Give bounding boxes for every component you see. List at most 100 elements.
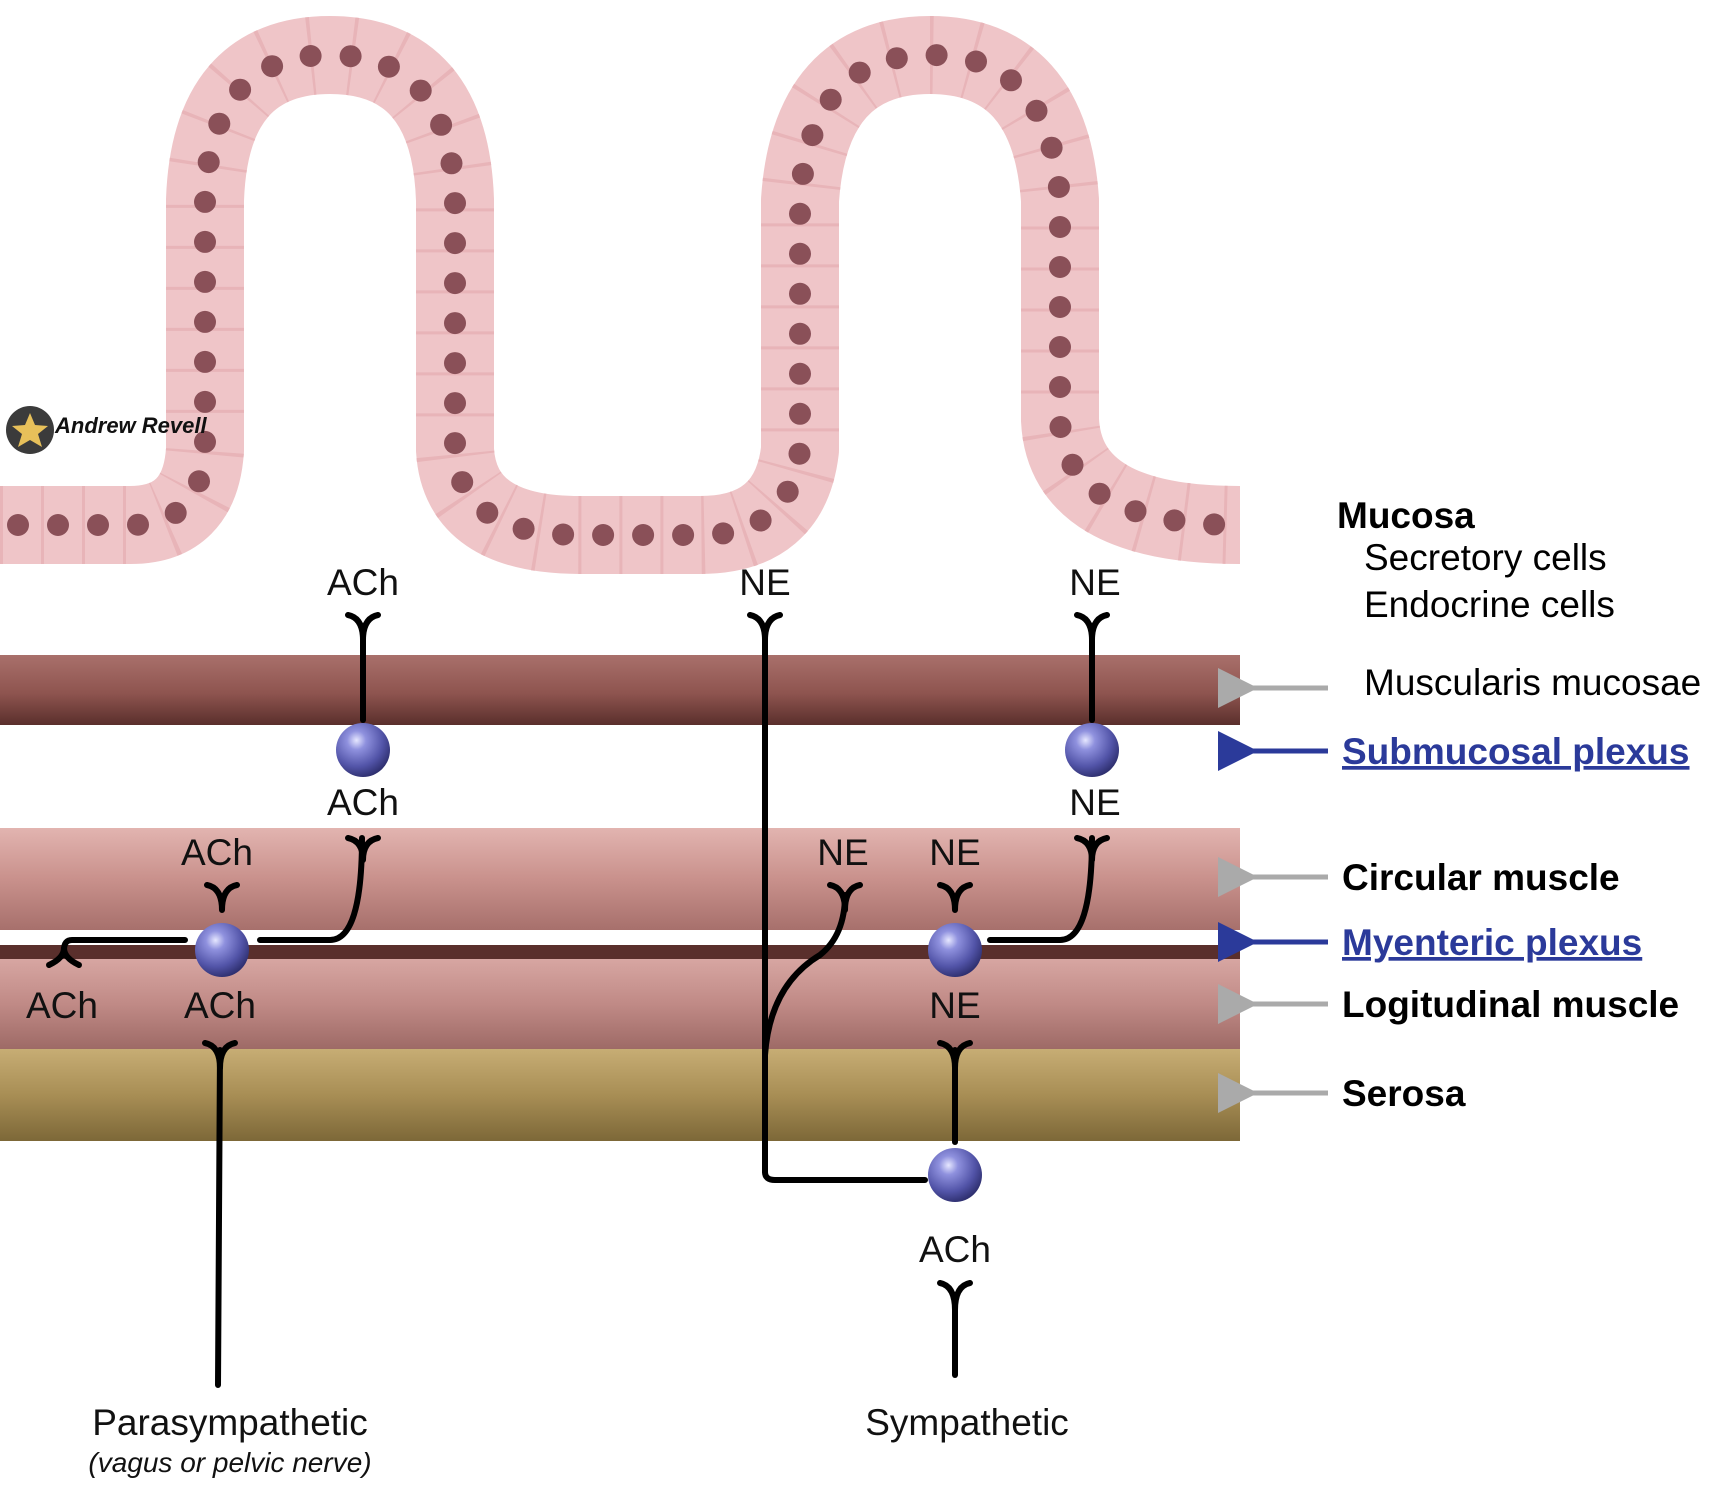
cell-nucleus	[819, 88, 842, 111]
serosa-band	[0, 1049, 1240, 1141]
terminal-ach-2	[345, 835, 381, 863]
terminal-ne-6	[937, 1040, 973, 1071]
longitudinal-muscle-band	[0, 959, 1240, 1049]
cell-nucleus	[885, 47, 908, 70]
cell-nucleus	[965, 50, 987, 73]
cell-nucleus	[87, 514, 109, 536]
cell-nucleus	[592, 524, 615, 546]
mucosa-label: Mucosa	[1337, 495, 1475, 536]
cell-nucleus	[1049, 336, 1071, 358]
label-ach-6: ACh	[919, 1229, 991, 1270]
longitudinal-muscle-label: Logitudinal muscle	[1342, 984, 1679, 1025]
cell-nucleus	[672, 524, 695, 546]
label-ach-3: ACh	[181, 832, 253, 873]
parasympathetic-label: Parasympathetic	[92, 1402, 368, 1443]
epithelial-nuclei	[7, 44, 1226, 546]
cell-nucleus	[194, 190, 216, 213]
label-ne-2: NE	[1069, 562, 1120, 603]
endocrine-cells-label: Endocrine cells	[1364, 584, 1615, 625]
cell-nucleus	[444, 312, 466, 335]
cell-nucleus	[197, 151, 220, 174]
cell-nucleus	[229, 78, 252, 101]
cell-nucleus	[476, 501, 499, 524]
cell-nucleus	[552, 523, 575, 546]
cell-nucleus	[1049, 376, 1071, 398]
terminal-ach-5	[202, 1040, 238, 1071]
neuron-submucosal-ne	[1065, 723, 1119, 777]
terminal-ne-5	[937, 882, 973, 913]
cell-nucleus	[444, 352, 466, 375]
cell-nucleus	[1040, 136, 1063, 159]
cell-nucleus	[194, 350, 216, 373]
cell-nucleus	[430, 113, 453, 136]
cell-nucleus	[1049, 216, 1071, 238]
layer-legend: Mucosa Secretory cells Endocrine cells M…	[1218, 495, 1701, 1114]
cell-nucleus	[1000, 69, 1022, 92]
label-ne-1: NE	[739, 562, 790, 603]
cell-nucleus	[791, 162, 814, 185]
cell-nucleus	[1049, 416, 1072, 438]
neuron-submucosal-ach	[336, 723, 390, 777]
cell-nucleus	[789, 202, 811, 225]
cell-nucleus	[1124, 500, 1147, 523]
cell-nucleus	[789, 322, 811, 345]
terminal-ne-1	[747, 612, 783, 643]
muscularis-mucosae-band	[0, 655, 1240, 725]
label-ach-1: ACh	[327, 562, 399, 603]
transmitter-labels: ACh NE NE ACh NE ACh NE NE ACh ACh NE AC…	[26, 562, 1121, 1270]
neuron-myenteric-ne	[928, 923, 982, 977]
label-ach-5: ACh	[184, 985, 256, 1026]
neuron-myenteric-ach	[195, 923, 249, 977]
cell-nucleus	[208, 112, 231, 135]
cell-nucleus	[127, 513, 149, 536]
cell-nucleus	[925, 44, 948, 67]
cell-nucleus	[451, 471, 474, 494]
cell-nucleus	[444, 392, 466, 415]
cell-nucleus	[789, 242, 811, 265]
cell-nucleus	[789, 282, 811, 305]
cell-nucleus	[339, 45, 362, 68]
cell-nucleus	[194, 310, 216, 333]
circular-muscle-band	[0, 828, 1240, 930]
label-ne-6: NE	[929, 985, 980, 1026]
terminal-ach-3	[204, 882, 240, 913]
logo-text: Andrew Revell	[54, 413, 207, 438]
plexus-gap-line	[0, 945, 1240, 959]
sympathetic-label: Sympathetic	[865, 1402, 1069, 1443]
terminal-ne-4	[827, 882, 863, 913]
cell-nucleus	[47, 514, 69, 536]
cell-nucleus	[444, 192, 466, 215]
secretory-cells-label: Secretory cells	[1364, 537, 1607, 578]
terminal-ach-1	[345, 612, 381, 643]
cell-nucleus	[444, 232, 466, 255]
cell-nucleus	[188, 470, 210, 493]
cell-nucleus	[801, 124, 824, 147]
circular-muscle-label: Circular muscle	[1342, 857, 1620, 898]
cell-nucleus	[1049, 296, 1071, 318]
cell-nucleus	[261, 55, 284, 78]
terminal-ach-6	[937, 1280, 973, 1313]
cell-nucleus	[788, 442, 811, 465]
label-ne-5: NE	[929, 832, 980, 873]
cell-nucleus	[1203, 513, 1226, 536]
terminal-ach-4	[46, 945, 82, 968]
cell-nucleus	[164, 501, 187, 524]
cell-nucleus	[377, 55, 400, 78]
cell-nucleus	[1025, 99, 1048, 122]
label-ach-4: ACh	[26, 985, 98, 1026]
cell-nucleus	[409, 79, 432, 102]
serosa-label: Serosa	[1342, 1073, 1466, 1114]
cell-nucleus	[1088, 482, 1111, 505]
label-ne-3: NE	[1069, 782, 1120, 823]
label-ne-4: NE	[817, 832, 868, 873]
myenteric-plexus-link[interactable]: Myenteric plexus	[1342, 922, 1642, 963]
submucosal-plexus-link[interactable]: Submucosal plexus	[1342, 731, 1690, 772]
cell-nucleus	[1047, 176, 1070, 198]
terminal-ne-3	[1074, 835, 1110, 863]
cell-nucleus	[848, 61, 871, 84]
cell-nucleus	[299, 45, 322, 67]
cell-nucleus	[444, 272, 466, 295]
cell-nucleus	[7, 514, 29, 536]
neurons	[195, 723, 1119, 1202]
